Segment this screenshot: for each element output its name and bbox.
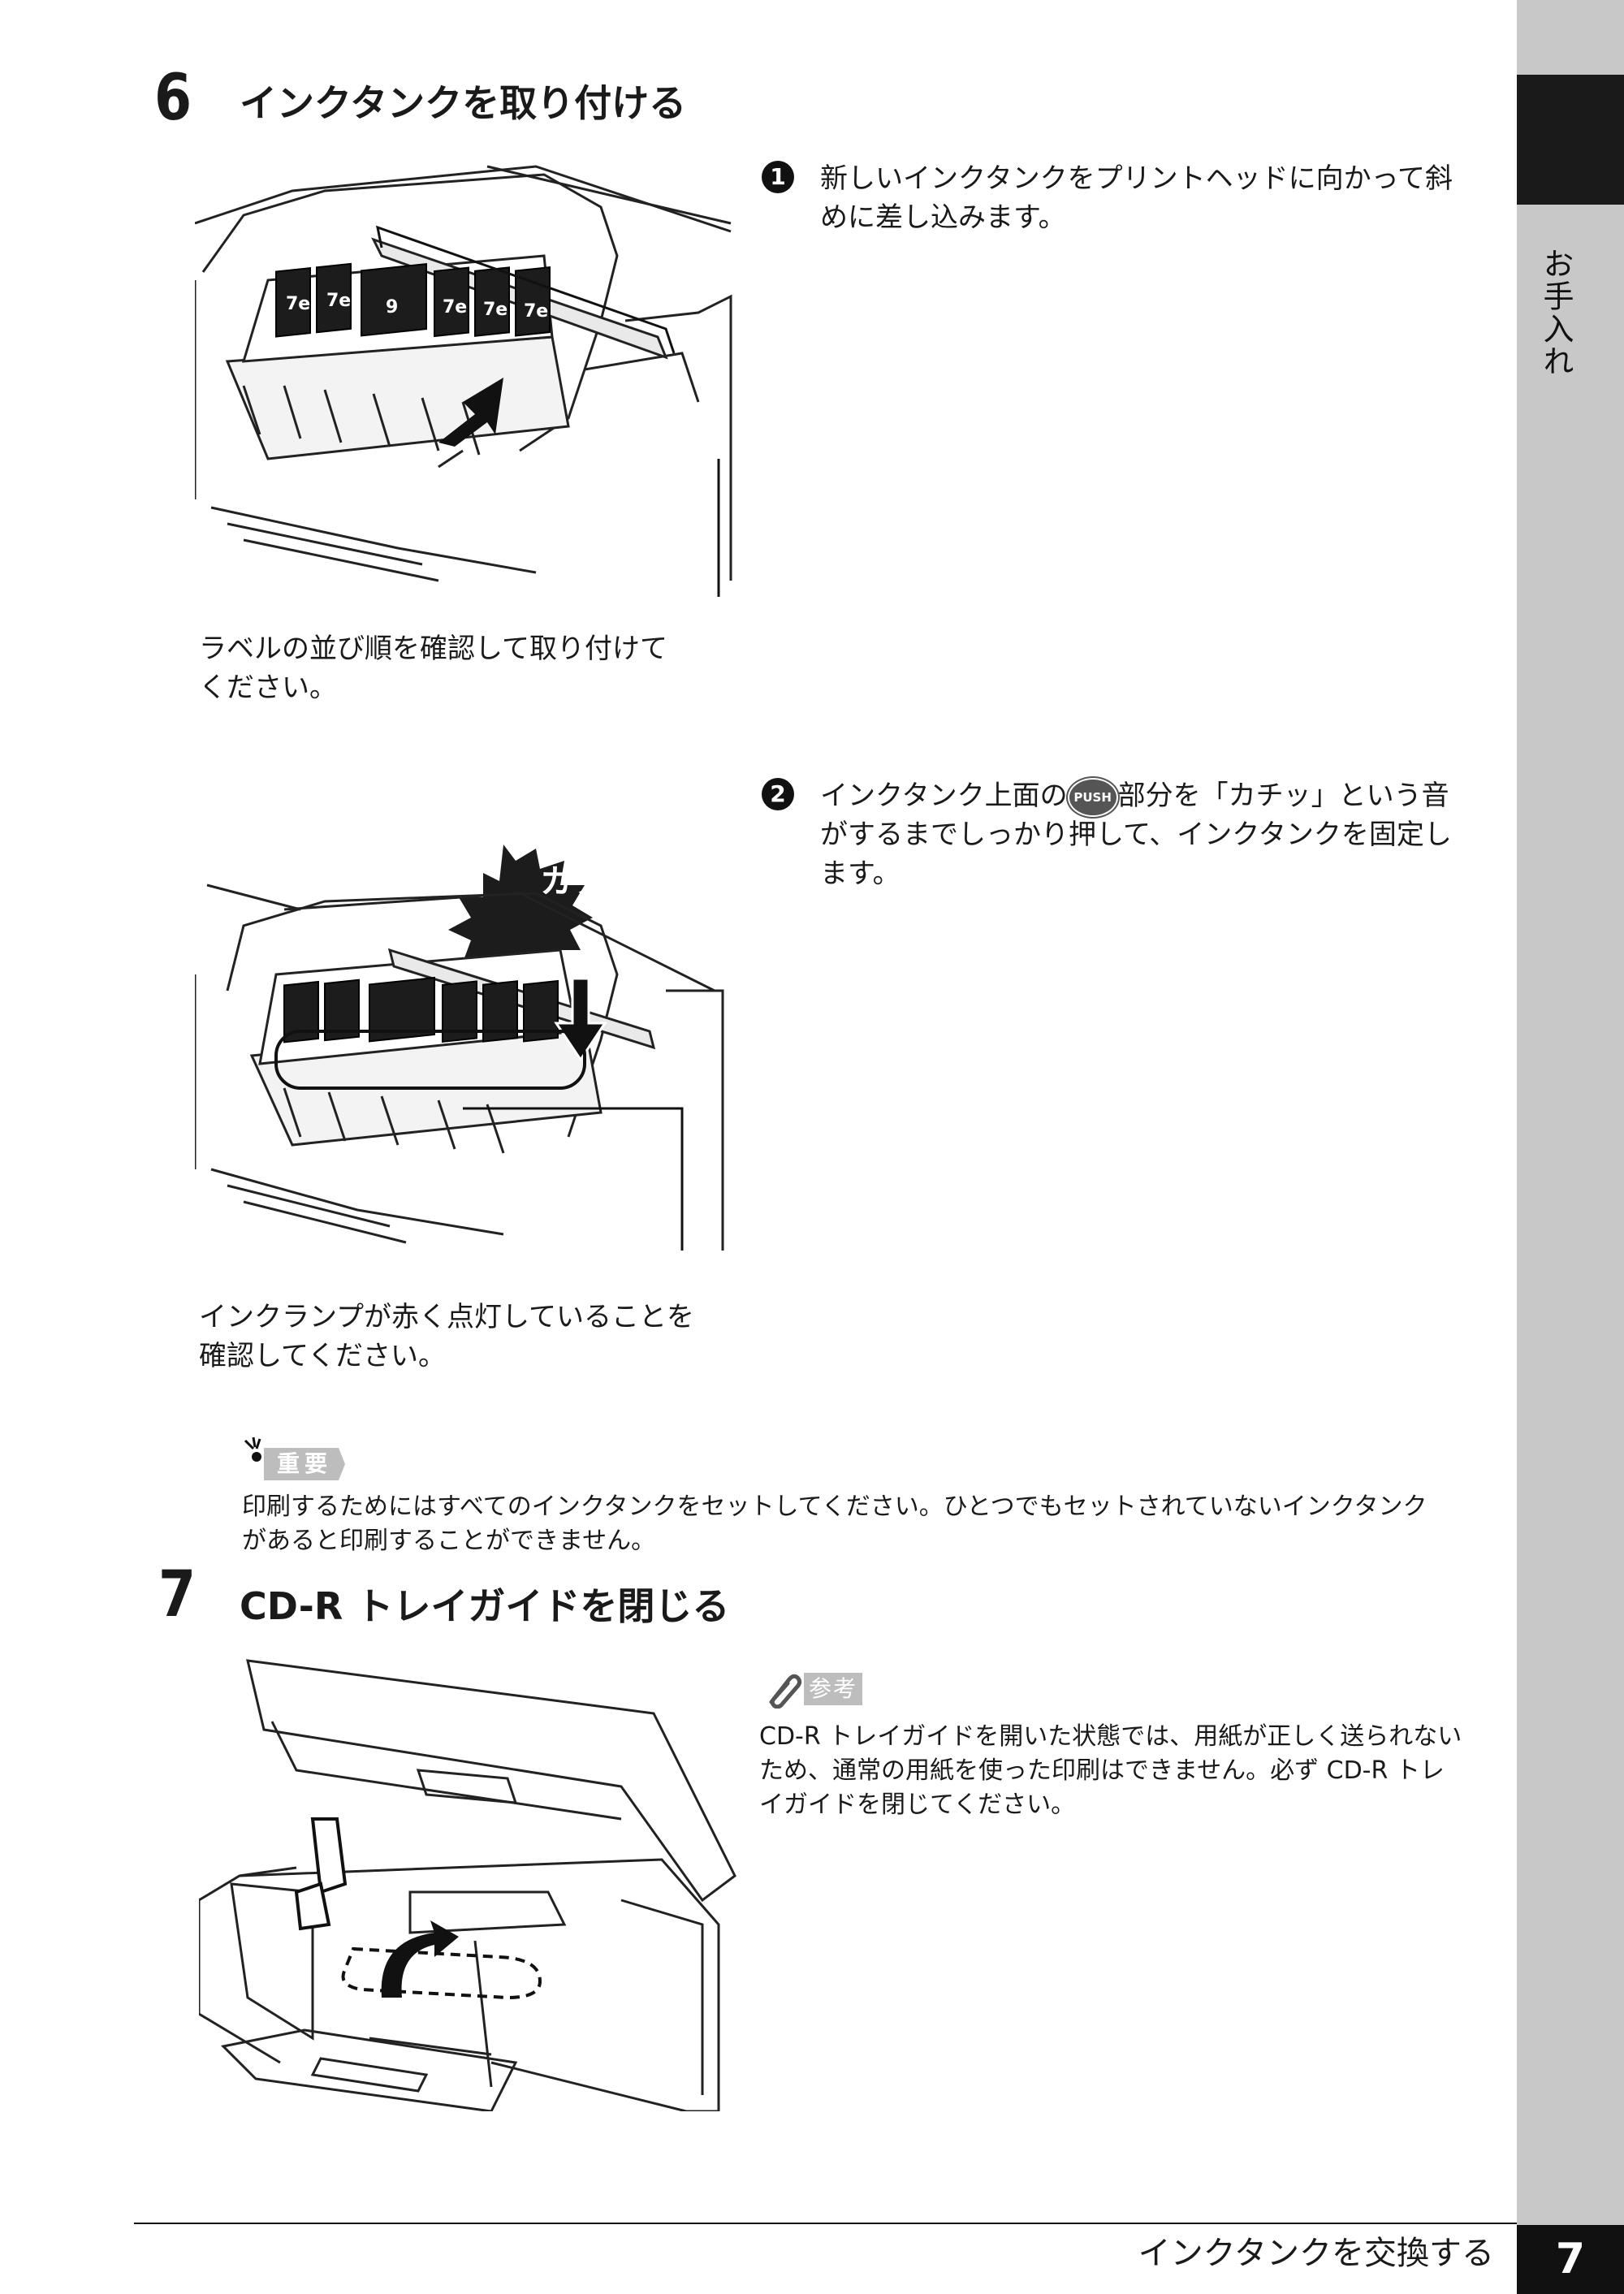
footer-rule	[134, 2223, 1517, 2224]
push-icon: PUSH	[1067, 777, 1118, 817]
click-sound-burst	[448, 845, 593, 987]
important-badge: 重要	[264, 1448, 345, 1480]
tank-label: 7e	[443, 297, 467, 318]
important-mark-icon	[244, 1436, 261, 1462]
reference-badge: 参考	[804, 1673, 862, 1705]
paperclip-icon	[769, 1674, 802, 1709]
figure-2-caption-line-1: インクランプが赤く点灯していることを	[199, 1301, 694, 1333]
reference-line-2: ため、通常の用紙を使った印刷はできません。必ず CD-R トレ	[759, 1756, 1445, 1785]
important-line-2: があると印刷することができません。	[242, 1527, 656, 1555]
tank-label: 7e	[326, 291, 351, 311]
instruction-1-line-2: めに差し込みます。	[820, 201, 1066, 234]
footer-section-title: インクタンクを交換する	[1138, 2235, 1494, 2272]
instruction-2-line-3: ます。	[820, 858, 901, 890]
important-line-1: 印刷するためにはすべてのインクタンクをセットしてください。ひとつでもセットされて…	[242, 1493, 1427, 1521]
sidebar-active-block	[1517, 75, 1624, 205]
instruction-2-post: 部分を「カチッ」という音	[1117, 780, 1449, 812]
step-7-title: CD-R トレイガイドを閉じる	[240, 1584, 730, 1628]
figure-1-caption-line-2: ください。	[199, 672, 337, 704]
printer-cdr-tray-illustration	[199, 1659, 736, 2111]
step-bullet-1: 1	[762, 161, 794, 193]
tank-label: 9	[386, 297, 398, 318]
figure-1-caption-line-1: ラベルの並び順を確認して取り付けて	[199, 633, 667, 665]
tank-label: 7e	[524, 301, 548, 322]
sidebar-tab	[1517, 0, 1624, 2294]
click-sound-text: カチッ！	[540, 863, 670, 901]
close-arrow-icon	[381, 1920, 459, 1998]
reference-line-3: イガイドを閉じてください。	[759, 1791, 1076, 1819]
tank-label: 7e	[483, 300, 508, 320]
step-6-number: 6	[154, 62, 192, 135]
ink-tank-push-illustration	[195, 845, 724, 1251]
instruction-2-line-2: がするまでしっかり押して、インクタンクを固定し	[820, 819, 1452, 851]
page-number: 7	[1517, 2225, 1624, 2294]
step-7-number: 7	[158, 1558, 197, 1631]
step-bullet-2: 2	[762, 778, 794, 810]
instruction-1-line-1: 新しいインクタンクをプリントヘッドに向かって斜	[820, 162, 1453, 195]
sidebar-section-label: お手入れ	[1538, 248, 1574, 378]
tank-label: 7e	[286, 294, 310, 314]
step-6-title: インクタンクを取り付ける	[240, 81, 687, 125]
reference-line-1: CD-R トレイガイドを開いた状態では、用紙が正しく送られない	[759, 1722, 1462, 1751]
ink-tank-insertion-illustration: 7e 7e 9 7e 7e 7e	[195, 165, 732, 597]
instruction-2-pre: インクタンク上面の	[820, 780, 1068, 812]
insert-arrow-icon	[438, 378, 503, 447]
tray-guide-outline	[341, 1946, 542, 2000]
push-down-arrow-icon	[554, 977, 607, 1062]
figure-2-caption-line-2: 確認してください。	[199, 1340, 446, 1372]
